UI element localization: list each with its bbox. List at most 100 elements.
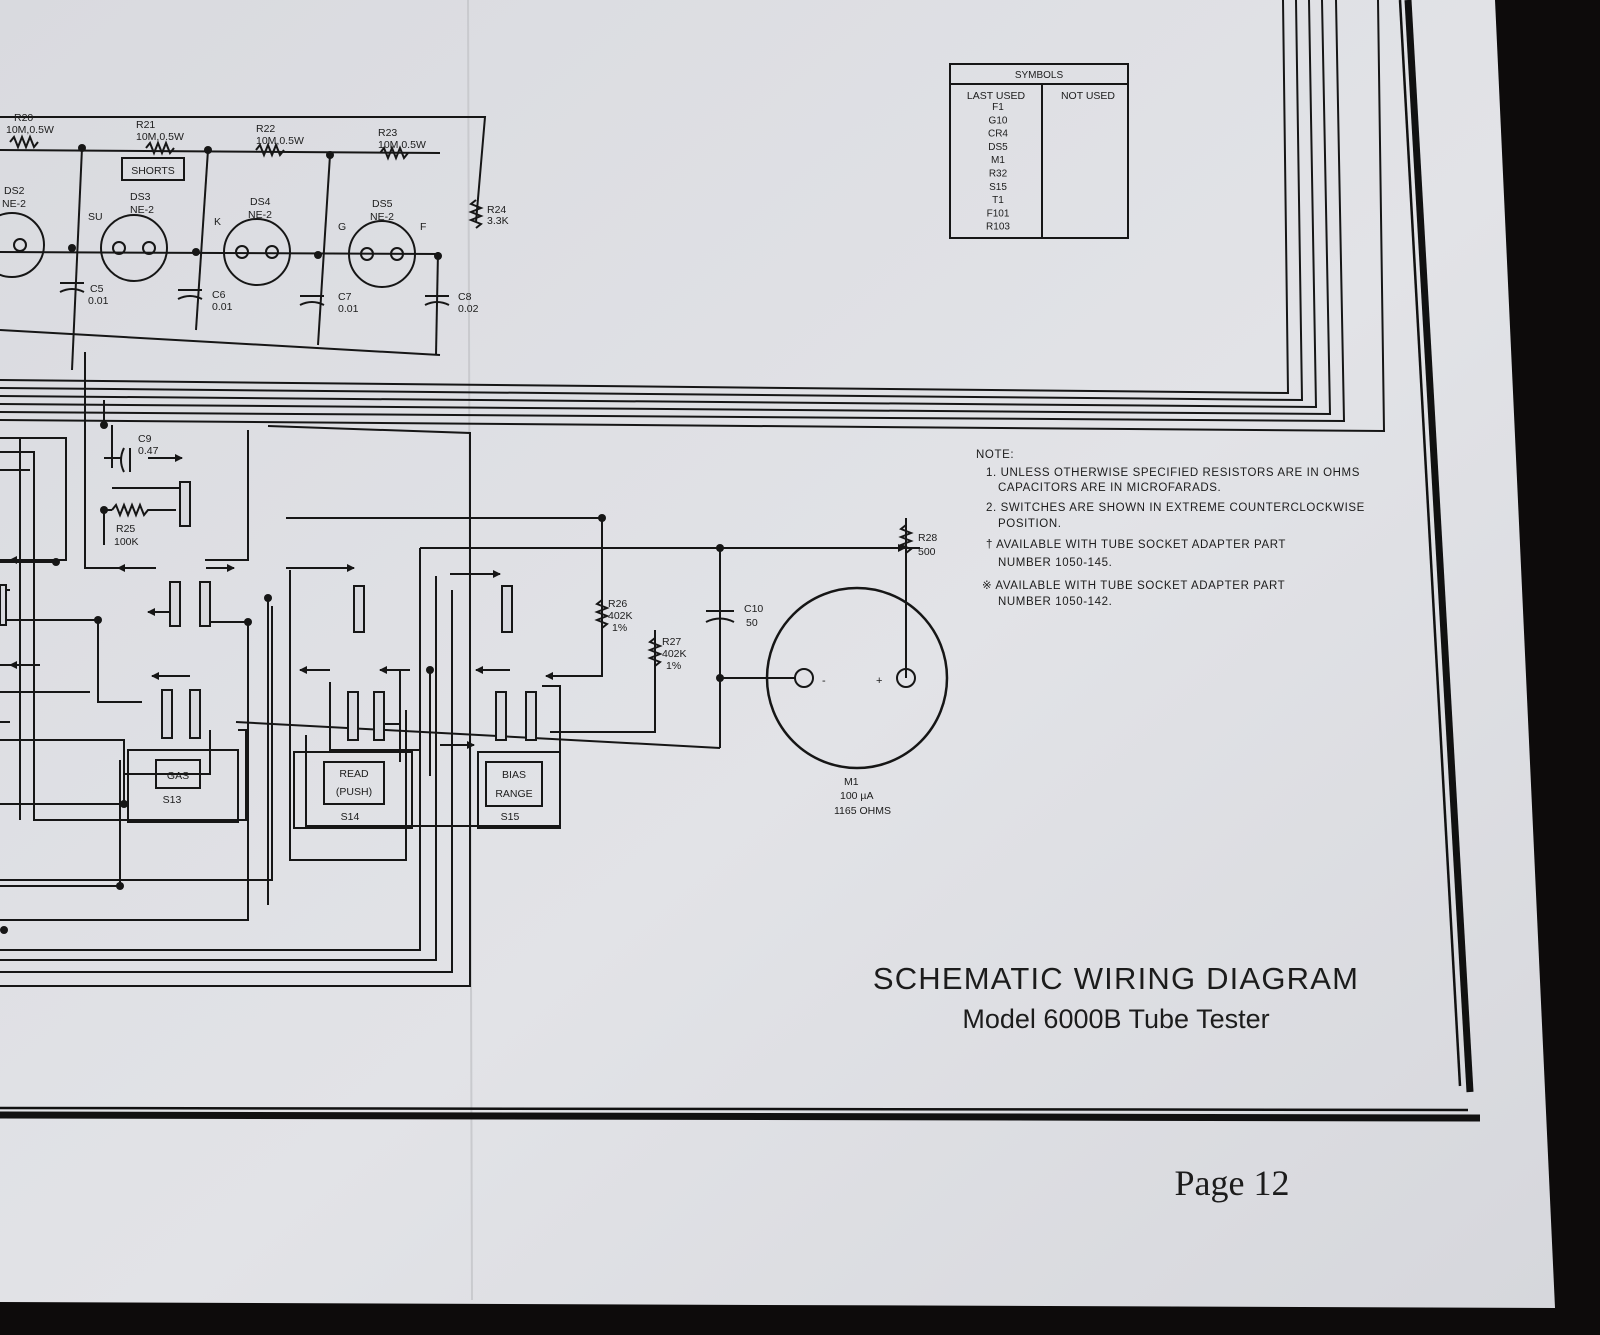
ds5-type: NE-2 [370, 211, 394, 223]
component-labels: R20 10M,0.5W R21 10M,0.5W R22 10M,0.5W R… [2, 112, 937, 823]
c7-name: C7 [338, 291, 352, 303]
ds2-name: DS2 [4, 185, 25, 197]
symbol-item: CR4 [988, 129, 1008, 140]
r25-value: 100K [114, 536, 139, 548]
pin-g: G [338, 221, 346, 233]
s14-name: S14 [341, 811, 360, 823]
symbol-item: M1 [991, 155, 1005, 166]
ds4-name: DS4 [250, 196, 271, 208]
meter-minus: - [822, 675, 826, 687]
capacitor-c5 [59, 282, 85, 293]
r26-tol: 1% [612, 622, 627, 634]
s15-label-2: RANGE [495, 788, 532, 800]
note-3a: † AVAILABLE WITH TUBE SOCKET ADAPTER PAR… [986, 539, 1286, 551]
capacitor-c9 [104, 447, 131, 473]
symbol-item: DS5 [988, 142, 1008, 153]
note-1a: 1. UNLESS OTHERWISE SPECIFIED RESISTORS … [986, 467, 1360, 479]
symbols-table-text: SYMBOLS LAST USED NOT USED F1G10CR4DS5M1… [967, 70, 1116, 233]
notes-block: NOTE: 1. UNLESS OTHERWISE SPECIFIED RESI… [976, 449, 1365, 608]
symbol-item: G10 [989, 115, 1008, 126]
switch-contacts [0, 481, 537, 741]
note-2a: 2. SWITCHES ARE SHOWN IN EXTREME COUNTER… [986, 502, 1365, 514]
r26-name: R26 [608, 598, 627, 610]
symbol-item: T1 [992, 195, 1004, 206]
symbol-item: F1 [992, 102, 1004, 113]
lamp-circuit [0, 116, 487, 356]
pin-f: F [420, 221, 426, 233]
r28-name: R28 [918, 532, 937, 544]
lamp-ds3 [100, 214, 168, 282]
shorts-box [121, 157, 185, 181]
drawing-border [0, 0, 1480, 1118]
r23-name: R23 [378, 127, 397, 139]
r21-value: 10M,0.5W [136, 131, 184, 143]
meter-plus: + [876, 675, 882, 687]
c9-value: 0.47 [138, 445, 159, 457]
note-3b: NUMBER 1050-145. [998, 557, 1112, 569]
lamp-verticals [71, 147, 439, 371]
s15-label-1: BIAS [502, 769, 526, 781]
capacitor-c7 [299, 295, 325, 306]
r26-value: 402K [608, 610, 633, 622]
c9-name: C9 [138, 433, 152, 445]
r27-value: 402K [662, 648, 687, 660]
c5-name: C5 [90, 283, 104, 295]
lamp-ds4 [223, 218, 291, 286]
r20-name: R20 [14, 112, 33, 124]
capacitor-c10 [705, 610, 735, 623]
s13-name: S13 [163, 794, 182, 806]
r27-tol: 1% [666, 660, 681, 672]
resistor-r27 [647, 637, 663, 667]
symbols-title: SYMBOLS [1015, 70, 1064, 81]
note-2b: POSITION. [998, 518, 1062, 530]
r22-name: R22 [256, 123, 275, 135]
resistor-r28 [898, 524, 914, 554]
ds2-type: NE-2 [2, 198, 26, 210]
col-not-used: NOT USED [1061, 90, 1115, 102]
s15-name: S15 [501, 811, 520, 823]
c6-name: C6 [212, 289, 226, 301]
c8-value: 0.02 [458, 303, 479, 315]
col-last-used: LAST USED [967, 90, 1026, 102]
switch-arrows [9, 454, 906, 749]
ds5-name: DS5 [372, 198, 393, 210]
lamp-ds2 [0, 212, 45, 278]
capacitor-c6 [177, 289, 203, 300]
pin-k: K [214, 216, 221, 228]
lamp-ds5 [348, 220, 416, 288]
diagram-title: SCHEMATIC WIRING DIAGRAM [873, 961, 1359, 996]
r28-value: 500 [918, 546, 936, 558]
c6-value: 0.01 [212, 301, 233, 313]
note-1b: CAPACITORS ARE IN MICROFARADS. [998, 482, 1221, 494]
meter-resistance: 1165 OHMS [834, 805, 891, 817]
r20-value: 10M,0.5W [6, 124, 54, 136]
note-4b: NUMBER 1050-142. [998, 596, 1112, 608]
resistor-r24 [468, 199, 484, 229]
resistor-r25 [111, 502, 176, 518]
switch-wiring [0, 352, 920, 987]
paper-sheet [0, 0, 1555, 1308]
resistor-r23 [379, 145, 409, 161]
r24-name: R24 [487, 204, 506, 216]
s14-label-1: READ [339, 768, 369, 780]
r22-value: 10M,0.5W [256, 135, 304, 147]
r27-name: R27 [662, 636, 681, 648]
meter-range: 100 µA [840, 790, 874, 802]
r23-value: 10M,0.5W [378, 139, 426, 151]
meter-name: M1 [844, 776, 859, 788]
symbol-item: R103 [986, 222, 1010, 233]
resistor-r22 [255, 142, 285, 158]
resistor-r20 [9, 134, 39, 150]
s14-label-2: (PUSH) [336, 786, 372, 798]
c7-value: 0.01 [338, 303, 359, 315]
c5-value: 0.01 [88, 295, 109, 307]
s13-label: GAS [167, 770, 189, 782]
r21-name: R21 [136, 119, 155, 131]
shorts-label: SHORTS [131, 165, 175, 177]
resistor-r21 [145, 140, 175, 156]
resistor-r26 [594, 599, 610, 629]
ds3-name: DS3 [130, 191, 151, 203]
switch-label-boxes [127, 749, 561, 829]
